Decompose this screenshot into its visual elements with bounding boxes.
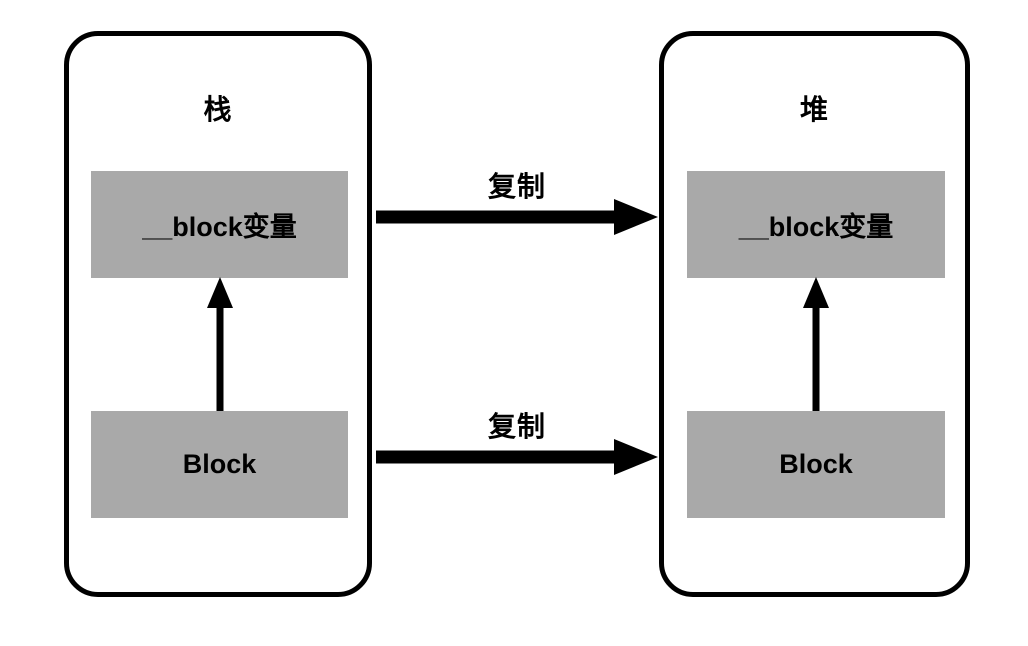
heap-container: 堆 __block变量 Block <box>659 31 970 597</box>
copy-label-block-variable: 复制 <box>487 171 546 202</box>
stack-internal-up-arrow-icon <box>207 277 233 411</box>
copy-label-block: 复制 <box>487 411 546 442</box>
right-arrow-icon <box>376 439 658 475</box>
stack-block-variable-box: __block变量 <box>91 171 348 278</box>
copy-connection-block: 复制 <box>374 405 660 475</box>
stack-block-label: Block <box>182 449 257 479</box>
stack-container: 栈 __block变量 Block <box>64 31 372 597</box>
stack-container-title: 栈 <box>203 94 233 125</box>
stack-block-variable-label: __block变量 <box>142 212 297 242</box>
heap-block-variable-box: __block变量 <box>687 171 945 278</box>
heap-internal-up-arrow-icon <box>803 277 829 411</box>
copy-connection-block-variable: 复制 <box>374 165 660 235</box>
heap-container-title: 堆 <box>799 94 829 125</box>
stack-block-box: Block <box>91 411 348 518</box>
heap-block-variable-label: __block变量 <box>738 212 894 242</box>
heap-block-box: Block <box>687 411 945 518</box>
heap-block-label: Block <box>779 449 853 479</box>
right-arrow-icon <box>376 199 658 235</box>
